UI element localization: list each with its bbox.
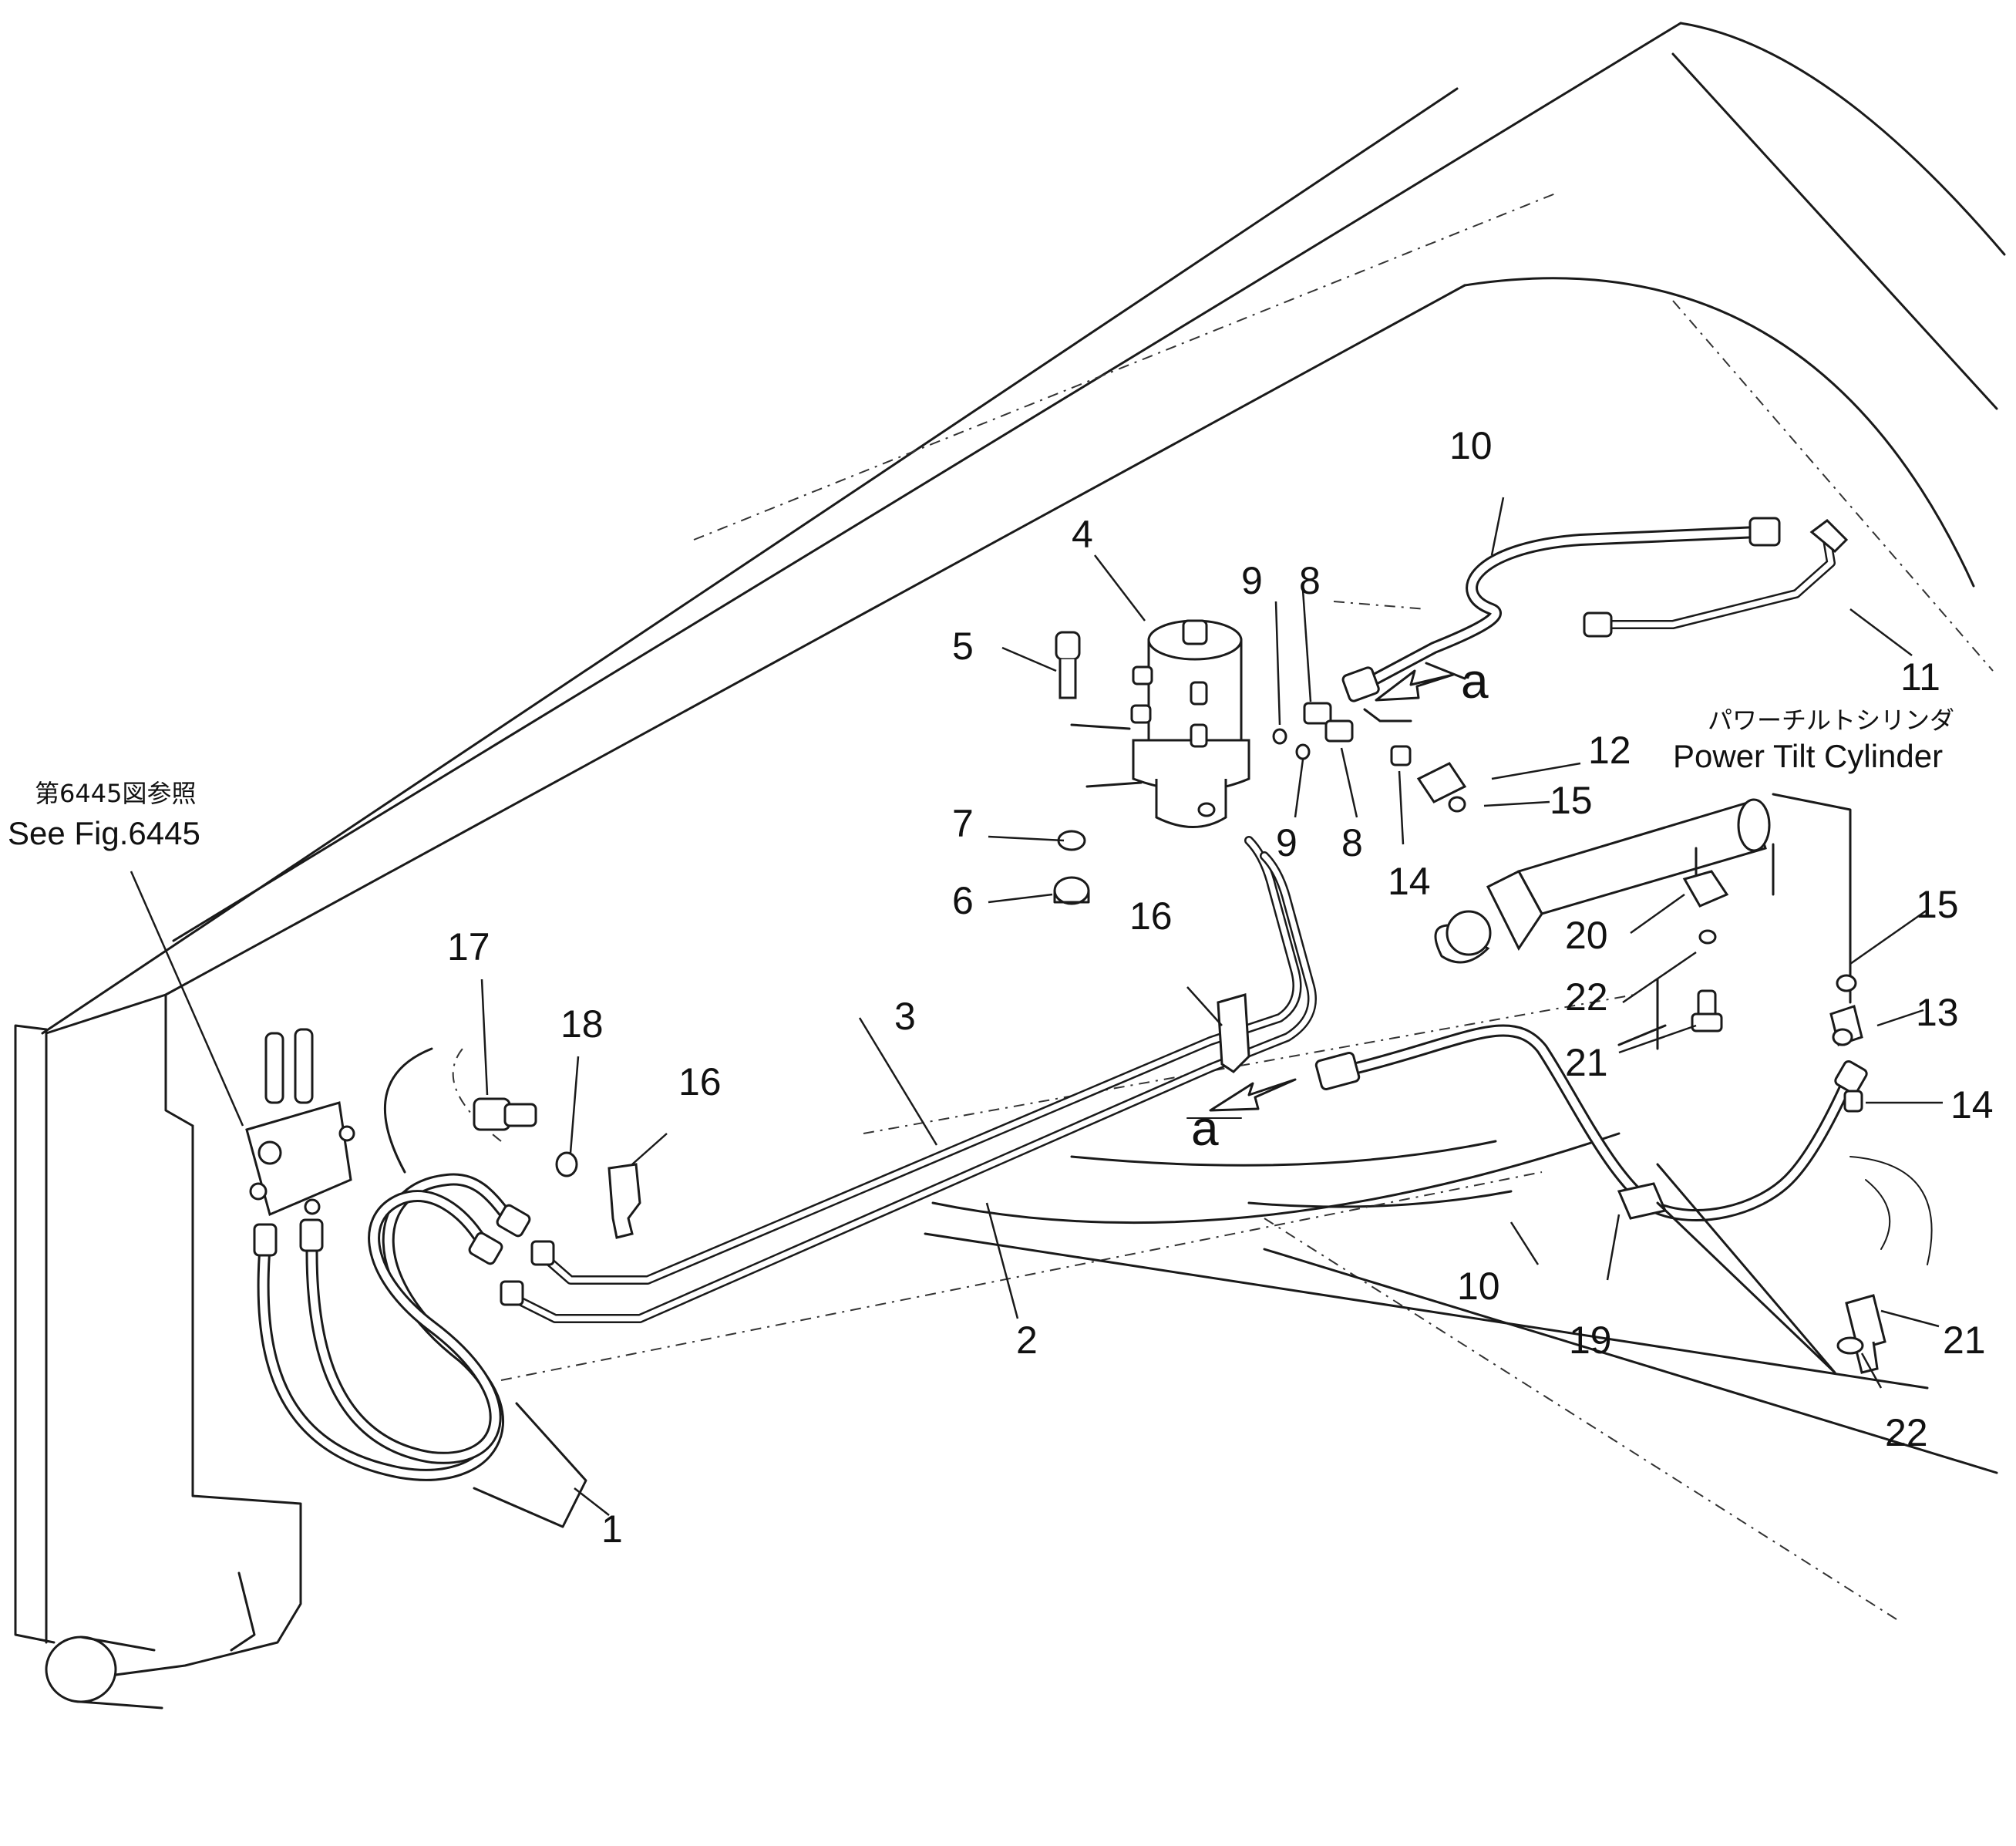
callout-9-lower: 9 [1276,821,1297,864]
callout-18: 18 [560,1002,604,1046]
fig-ref-jp: 第6445図参照 [35,779,196,808]
hose-assembly-1 [253,1173,587,1528]
callout-22-upper: 22 [1565,975,1608,1019]
leader-lines [130,497,1943,1516]
accumulator-4 [1053,619,1250,905]
callout-10-upper: 10 [1449,424,1493,467]
callout-5: 5 [952,625,974,668]
callout-7: 7 [952,802,974,845]
view-arrow-a-lower: a [1186,1078,1297,1156]
callout-3: 3 [894,995,916,1038]
fig-ref-en: See Fig.6445 [8,815,200,851]
callouts: 1 2 3 4 5 6 7 8 8 9 9 10 10 11 12 13 14 … [447,424,1994,1551]
callout-16-lower: 16 [678,1060,722,1103]
power-tilt-cylinder [1434,793,1852,1004]
end-frame [14,993,302,1710]
callout-16-upper: 16 [1129,894,1173,938]
callout-15-lower: 15 [1916,883,1959,926]
callout-19: 19 [1569,1319,1612,1362]
cylinder-label-jp: パワーチルトシリンダ [1708,706,1954,735]
callout-17: 17 [447,925,490,968]
blade-body [41,22,2006,1620]
tube-11 [1583,519,1849,638]
connectors-upper [1272,662,1467,813]
elbow-13-assembly [1829,974,1886,1374]
callout-4: 4 [1072,513,1093,556]
control-valve [245,1028,355,1217]
callout-6: 6 [952,879,974,922]
view-mark-a-lower: a [1191,1100,1219,1156]
callout-13: 13 [1916,991,1959,1034]
clamps-16 [607,993,1250,1239]
callout-21-upper: 21 [1565,1041,1608,1084]
callout-22-lower: 22 [1885,1411,1928,1454]
callout-15-upper: 15 [1550,779,1593,822]
callout-20: 20 [1565,914,1608,957]
callout-9-upper: 9 [1241,559,1263,602]
callout-8-upper: 8 [1299,559,1321,602]
hose-10-lower [1314,1024,1868,1374]
callout-11: 11 [1900,655,1940,699]
cylinder-label-en: Power Tilt Cylinder [1673,738,1943,774]
callout-14-upper: 14 [1388,860,1431,903]
callout-1: 1 [601,1507,623,1551]
callout-14-lower: 14 [1950,1083,1994,1127]
tubes-2-3 [500,836,1317,1323]
callout-2: 2 [1016,1319,1038,1362]
view-mark-a-upper: a [1461,653,1489,709]
callout-21-lower: 21 [1943,1319,1986,1362]
hose-10-upper [1333,517,1781,702]
callout-10-lower: 10 [1457,1265,1500,1308]
view-arrow-a-upper: a [1375,653,1489,709]
fitting-17-18 [473,1097,578,1177]
callout-8-lower: 8 [1341,821,1363,864]
callout-12: 12 [1588,729,1631,772]
clamp-20-assembly [1617,870,1729,1050]
